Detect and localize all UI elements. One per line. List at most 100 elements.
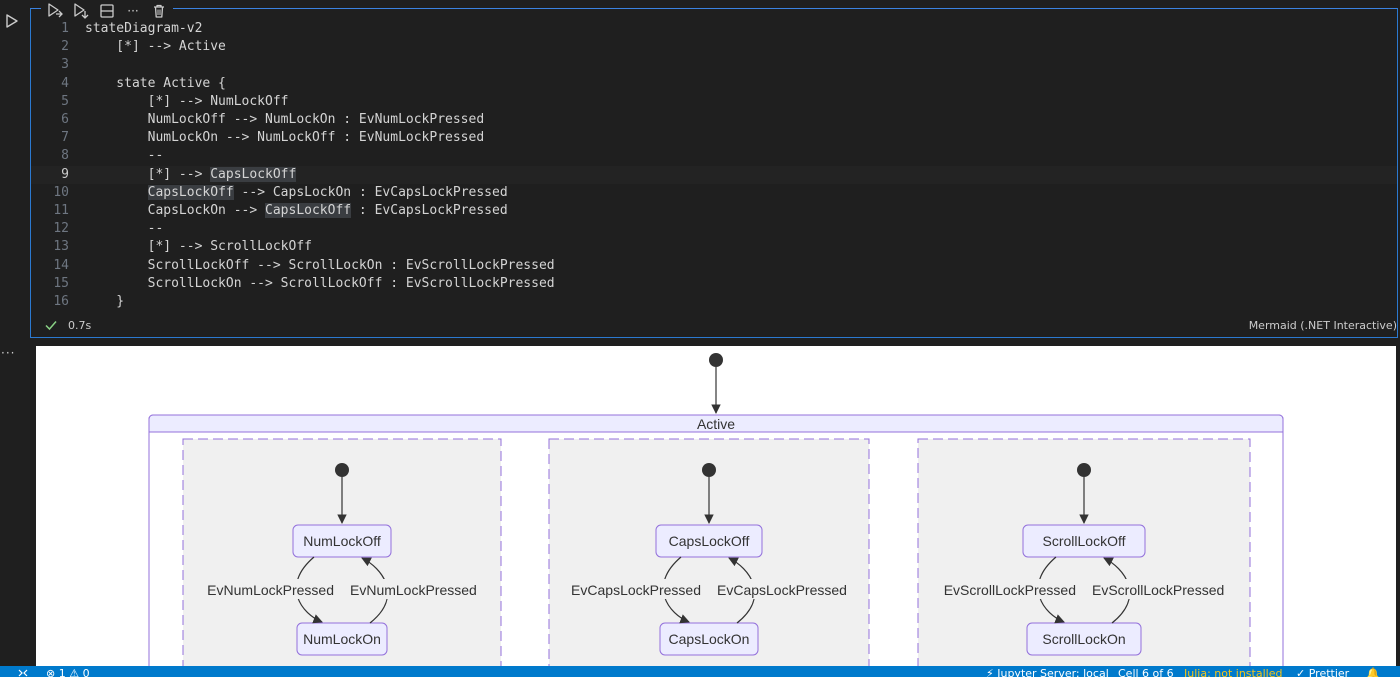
transition-label: EvScrollLockPressed <box>1092 582 1224 598</box>
run-cell-icon[interactable] <box>5 13 19 29</box>
code-line[interactable]: 1 stateDiagram-v2 <box>31 20 1397 38</box>
highlighted-token: CapsLockOff <box>147 184 234 200</box>
line-number: 12 <box>53 221 69 237</box>
cell-toolbar: ··· <box>41 0 173 22</box>
warning-icon: ⚠ <box>69 667 80 677</box>
transition-label: EvNumLockPressed <box>350 582 477 598</box>
state-label: ScrollLockOn <box>1042 631 1125 647</box>
code-line[interactable]: 15 ScrollLockOn --> ScrollLockOff : EvSc… <box>31 275 1397 293</box>
line-number: 2 <box>61 39 69 55</box>
code-line[interactable]: 7 NumLockOn --> NumLockOff : EvNumLockPr… <box>31 129 1397 147</box>
state-capslockoff <box>655 524 763 558</box>
success-check-icon <box>45 321 57 331</box>
state-label: NumLockOff <box>303 533 381 549</box>
code-line[interactable]: 12 -- <box>31 220 1397 238</box>
line-number: 6 <box>61 112 69 127</box>
code-line[interactable]: 10 CapsLockOff --> CapsLockOn : EvCapsLo… <box>31 184 1397 202</box>
problems-indicator[interactable]: ⊗ 1 ⚠ 0 <box>46 668 90 677</box>
line-number: 5 <box>61 93 69 109</box>
code-line[interactable]: 2 [*] --> Active <box>31 38 1397 56</box>
check-icon: ✓ <box>1296 667 1306 677</box>
line-number: 8 <box>61 148 69 164</box>
region-start-node <box>1077 463 1091 477</box>
state-numlockon <box>296 622 388 656</box>
code-line[interactable]: 4 state Active { <box>31 75 1397 93</box>
kernel-picker[interactable]: Mermaid (.NET Interactive) <box>1248 319 1397 332</box>
code-line[interactable]: 16 } <box>31 293 1397 311</box>
state-capslockon <box>659 622 759 656</box>
state-numlockoff <box>292 524 392 558</box>
code-text: [*] --> CapsLockOff <box>85 166 297 182</box>
line-number: 7 <box>61 130 69 146</box>
highlighted-token: CapsLockOff <box>210 166 297 182</box>
notifications-icon[interactable]: 🔔 <box>1366 667 1380 677</box>
code-text: ScrollLockOn --> ScrollLockOff : EvScrol… <box>85 275 555 291</box>
output-menu-icon[interactable]: ··· <box>1 346 16 360</box>
delete-icon[interactable] <box>149 1 169 21</box>
line-number: 14 <box>53 257 69 273</box>
line-number: 1 <box>61 21 69 36</box>
code-text: [*] --> ScrollLockOff <box>85 239 312 255</box>
line-number: 11 <box>53 203 69 218</box>
edge-label-bg <box>941 579 1076 599</box>
cell-gutter <box>0 0 30 340</box>
line-number: 10 <box>53 184 69 200</box>
code-line[interactable]: 9 [*] --> CapsLockOff <box>31 165 1397 184</box>
error-count: 1 <box>58 667 66 677</box>
cell-position[interactable]: Cell 6 of 6 <box>1118 667 1174 677</box>
code-text: CapsLockOn --> CapsLockOff : EvCapsLockP… <box>85 203 508 218</box>
code-line[interactable]: 6 NumLockOff --> NumLockOn : EvNumLockPr… <box>31 111 1397 129</box>
line-number: 16 <box>53 294 69 309</box>
more-icon[interactable]: ··· <box>127 4 139 18</box>
state-label: CapsLockOff <box>669 533 750 549</box>
line-number: 15 <box>53 275 69 291</box>
error-icon: ⊗ <box>46 667 56 677</box>
code-text: stateDiagram-v2 <box>85 21 203 36</box>
jupyter-server-status[interactable]: ⚡ Jupyter Server: local <box>986 668 1109 677</box>
code-text: NumLockOff --> NumLockOn : EvNumLockPres… <box>85 112 485 127</box>
code-line[interactable]: 11 CapsLockOn --> CapsLockOff : EvCapsLo… <box>31 202 1397 220</box>
code-text: NumLockOn --> NumLockOff : EvNumLockPres… <box>85 130 485 146</box>
line-number: 4 <box>61 75 69 91</box>
highlighted-token: CapsLockOff <box>265 203 352 218</box>
code-text: [*] --> Active <box>85 39 226 55</box>
code-text: } <box>85 294 125 309</box>
state-label: NumLockOn <box>303 631 381 647</box>
code-line[interactable]: 13 [*] --> ScrollLockOff <box>31 238 1397 256</box>
transition-label: EvCapsLockPressed <box>717 582 847 598</box>
split-cell-icon[interactable] <box>97 1 117 21</box>
remote-icon[interactable] <box>18 668 28 677</box>
edge-label-bg <box>220 579 334 599</box>
code-text: CapsLockOff --> CapsLockOn : EvCapsLockP… <box>147 184 508 200</box>
prettier-status[interactable]: ✓ Prettier <box>1296 668 1349 677</box>
code-line[interactable]: 8 -- <box>31 147 1397 165</box>
code-text: [*] --> NumLockOff <box>85 93 289 109</box>
julia-status[interactable]: Julia: not installed <box>1184 667 1283 677</box>
state-label: CapsLockOn <box>669 631 750 647</box>
code-line[interactable]: 5 [*] --> NumLockOff <box>31 93 1397 111</box>
run-by-line-icon[interactable] <box>45 1 65 21</box>
warning-count: 0 <box>82 667 90 677</box>
line-number: 3 <box>61 57 69 73</box>
plug-icon: ⚡ <box>986 667 994 677</box>
code-text: ScrollLockOff --> ScrollLockOn : EvScrol… <box>85 257 555 273</box>
state-scrolllockon <box>1026 622 1142 656</box>
transition-label: EvCapsLockPressed <box>571 582 701 598</box>
execution-time: 0.7s <box>68 319 92 332</box>
code-line[interactable]: 3 <box>31 56 1397 74</box>
transition-label: EvScrollLockPressed <box>944 582 1076 598</box>
edge-label-bg <box>350 579 464 599</box>
line-number: 13 <box>53 239 69 255</box>
code-text: state Active { <box>85 75 226 91</box>
transition-label: EvNumLockPressed <box>207 582 334 598</box>
edge-label-bg <box>717 579 838 599</box>
state-diagram: Active NumLockOffNumLockOnEvNumLockPress… <box>148 353 1284 666</box>
run-below-icon[interactable] <box>71 1 91 21</box>
region-start-node <box>702 463 716 477</box>
code-line[interactable]: 14 ScrollLockOff --> ScrollLockOn : EvSc… <box>31 257 1397 275</box>
code-text: -- <box>85 221 164 237</box>
edge-label-bg <box>580 579 701 599</box>
state-label: ScrollLockOff <box>1043 533 1126 549</box>
